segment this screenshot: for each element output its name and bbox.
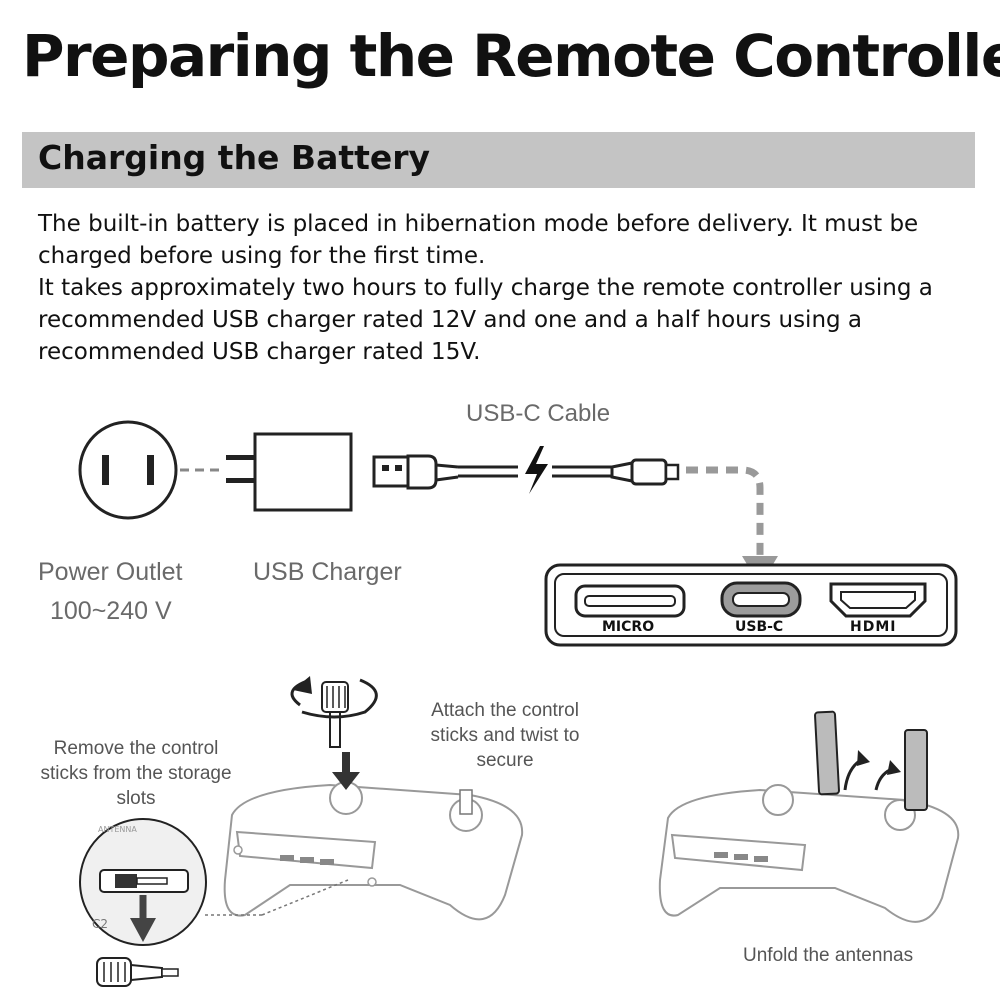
step-antennas-label: Unfold the antennas [743,945,914,966]
control-stick-icon [321,681,349,748]
section-header: Charging the Battery [22,132,975,188]
antenna-left [814,710,840,796]
antenna-text: ANTENNA [98,825,137,834]
outlet-voltage: 100~240 V [50,597,172,625]
step-remove-label: Remove the control sticks from the stora… [40,738,232,809]
paragraph-hibernation: The built-in battery is placed in hibern… [38,211,919,269]
paragraph-charge-time: It takes approximately two hours to full… [38,275,933,365]
controller-left [223,781,524,921]
port-label-micro: MICRO [602,619,655,635]
port-label-hdmi: HDMI [850,619,897,635]
storage-slot-inset [79,818,207,946]
usb-a-plug-icon [372,454,459,490]
outlet-label: Power Outlet [38,558,183,586]
lightning-icon [525,446,548,494]
cable-label: USB-C Cable [466,400,611,427]
port-label-usbc: USB-C [735,619,784,635]
antenna-right [904,729,928,811]
step-attach-label: Attach the control sticks and twist to s… [430,700,580,771]
charger-label: USB Charger [253,558,402,586]
port-panel [544,563,958,647]
control-stick-icon [96,957,179,987]
down-arrow-icon [130,918,156,942]
section-title: Charging the Battery [38,138,431,177]
page-title: Preparing the Remote Controller [22,22,1000,90]
power-outlet-icon [78,420,178,520]
body-text: The built-in battery is placed in hibern… [38,208,978,368]
slot-label: C2 [92,917,108,931]
usb-charger-icon [226,432,353,512]
usb-c-plug-icon [610,458,680,486]
